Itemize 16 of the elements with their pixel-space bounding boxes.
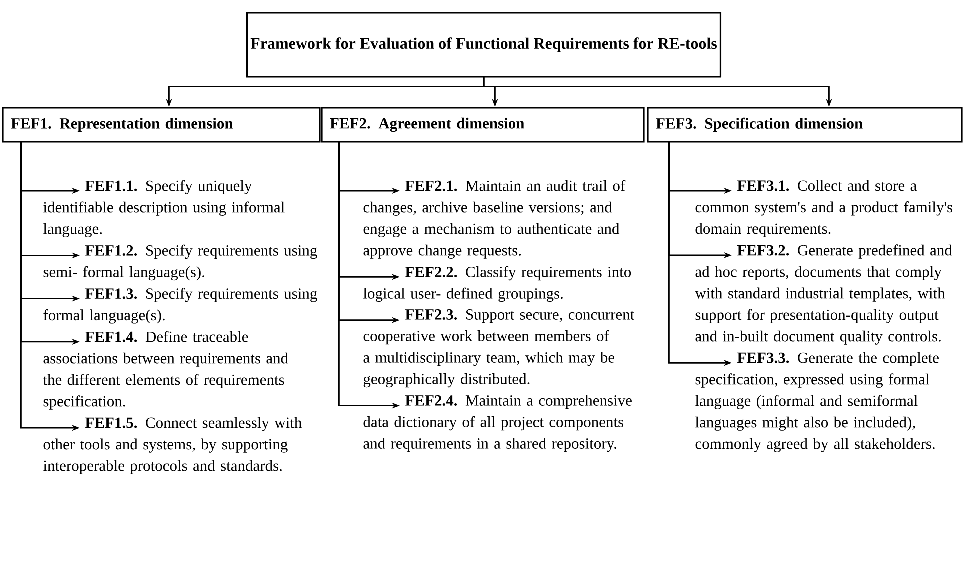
requirement-text: FEF1.5. Connect seamlessly with other tools and systems, by supporting interoperable protocols and standards. <box>44 417 302 474</box>
requirement-text: FEF2.4. Maintain a comprehensive data dictionary of all project components and requirements in a shared repository. <box>364 395 632 452</box>
requirement-text: FEF1.1. Specify uniquely identifiable description using informal language. <box>44 180 285 238</box>
requirement-text: FEF2.1. Maintain an audit trail of changes, archive baseline versions; and engage a mechanism to authenticate and approve change requests. <box>364 180 626 259</box>
requirement-text: FEF2.2. Classify requirements into logical user- defined groupings. <box>364 266 632 302</box>
requirement-text: FEF2.3. Support secure, concurrent cooperative work between members of a multidisciplinary team, which may be geographically distributed. <box>364 310 635 388</box>
requirement-text: FEF3.2. Generate predefined and ad hoc reports, documents that comply with standard industrial templates, with support for presentation-quality output and in-built document quality controls. <box>695 244 952 345</box>
requirement-text: FEF3.3. Generate the complete specification, expressed using formal language (informal and semiformal languages might also be included), commonly agreed by all stakeholders. <box>696 352 939 452</box>
dimension-box: FEF3. Specification dimension <box>647 107 963 143</box>
dimension-box: FEF2. Agreement dimension <box>321 107 645 143</box>
requirement-text: FEF1.3. Specify requirements using formal language(s). <box>44 288 318 324</box>
requirement-text: FEF3.1. Collect and store a common system's and a product family's domain requirements. <box>696 180 952 238</box>
dimension-box: FEF1. Representation dimension <box>2 107 321 143</box>
title-box: Framework for Evaluation of Functional Requirements for RE-tools <box>246 12 722 78</box>
requirement-text: FEF1.2. Specify requirements using semi- formal language(s). <box>44 244 318 281</box>
requirement-text: FEF1.4. Define traceable associations between requirements and the different elements of requirements specification. <box>43 331 288 410</box>
